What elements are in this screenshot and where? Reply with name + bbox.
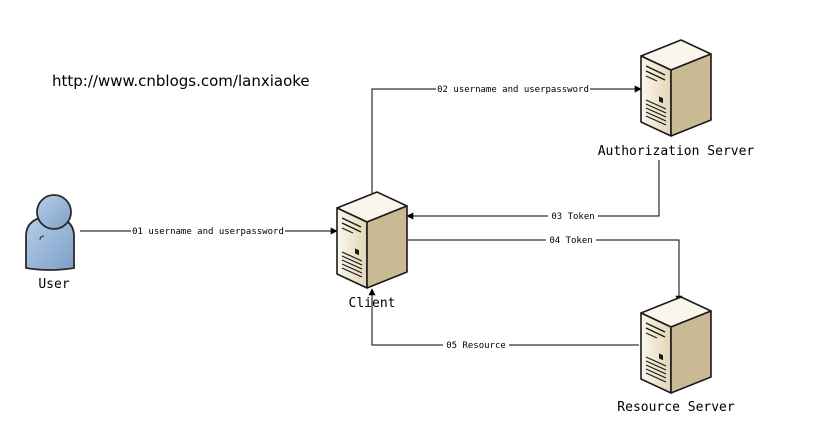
edge-04-label-bg: [546, 234, 596, 246]
client-server-icon: [336, 191, 408, 289]
edge-05-line: [368, 288, 639, 346]
client-node: Client: [336, 191, 408, 311]
edge-03-label-bg: [548, 210, 598, 222]
edge-02-line: [371, 85, 642, 193]
resource-server-label: Resource Server: [617, 400, 735, 415]
edge-04-line: [407, 239, 683, 303]
edge-02-label: 02 username and userpassword: [437, 85, 589, 95]
edge-01-label: 01 username and userpassword: [132, 227, 284, 237]
auth-server-icon: [640, 39, 712, 137]
edge-05-label-bg: [443, 339, 509, 351]
user-icon: [25, 194, 75, 271]
client-label: Client: [349, 296, 396, 311]
source-url: http://www.cnblogs.com/lanxiaoke: [52, 72, 310, 90]
edge-03: 03 Token: [406, 160, 660, 222]
auth-server-node: Authorization Server: [598, 39, 755, 159]
edge-03-label: 03 Token: [551, 212, 594, 222]
edge-03-line: [406, 160, 660, 220]
edge-05-label: 05 Resource: [446, 341, 506, 351]
edge-02-label-bg: [436, 83, 590, 95]
edge-01-label-bg: [131, 225, 285, 237]
auth-server-label: Authorization Server: [598, 144, 755, 159]
resource-server-node: Resource Server: [617, 296, 735, 415]
edge-05: 05 Resource: [368, 288, 639, 351]
edge-04: 04 Token: [407, 234, 683, 303]
edge-02: 02 username and userpassword: [371, 83, 642, 193]
edge-01: 01 username and userpassword: [80, 225, 338, 237]
user-label: User: [38, 277, 69, 292]
resource-server-icon: [640, 296, 712, 394]
user-node: User: [25, 194, 75, 292]
edge-04-label: 04 Token: [549, 236, 592, 246]
